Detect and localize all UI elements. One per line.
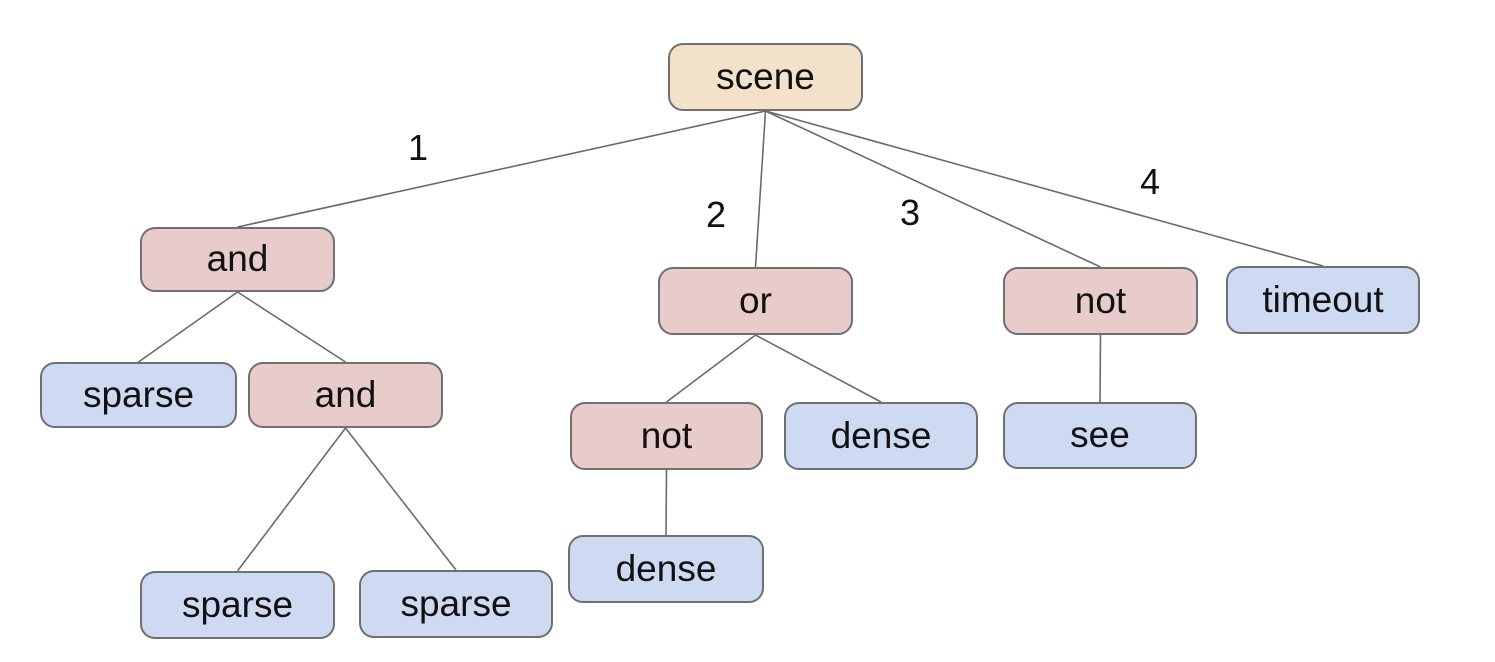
- edge-not1-to-see1: [1099, 334, 1102, 403]
- node-label-sparse3: sparse: [400, 582, 512, 624]
- node-sparse2[interactable]: sparse: [140, 571, 335, 639]
- node-see1[interactable]: see: [1003, 402, 1197, 469]
- edge-and1-to-and2: [237, 291, 346, 363]
- node-scene[interactable]: scene: [668, 43, 863, 111]
- edge-and1-to-sparse1: [138, 291, 238, 363]
- edge-scene-to-timeout1: [765, 110, 1324, 267]
- node-dense2[interactable]: dense: [568, 535, 764, 603]
- node-label-and1: and: [206, 238, 269, 279]
- edge-not2-to-dense2: [665, 469, 668, 536]
- edge-label-4: 4: [1139, 161, 1161, 202]
- edge-or1-to-not2: [666, 334, 756, 403]
- edge-scene-to-and1: [237, 110, 766, 228]
- node-label-or1: or: [739, 279, 772, 321]
- node-label-sparse1: sparse: [82, 373, 195, 415]
- node-and1[interactable]: and: [140, 227, 335, 292]
- node-and2[interactable]: and: [248, 362, 443, 428]
- node-not1[interactable]: not: [1003, 267, 1198, 335]
- edge-and2-to-sparse2: [236, 427, 347, 572]
- node-label-dense2: dense: [615, 547, 717, 589]
- node-label-timeout1: timeout: [1262, 278, 1384, 320]
- node-label-not1: not: [1074, 279, 1127, 321]
- node-label-dense1: dense: [830, 414, 932, 456]
- edge-scene-to-or1: [754, 110, 767, 268]
- node-sparse1[interactable]: sparse: [40, 362, 237, 428]
- node-label-see1: see: [1070, 414, 1130, 455]
- edge-label-2: 2: [705, 194, 727, 235]
- node-label-sparse2: sparse: [181, 583, 294, 625]
- node-dense1[interactable]: dense: [784, 402, 978, 470]
- node-label-not2: not: [640, 414, 693, 456]
- node-not2[interactable]: not: [570, 402, 763, 470]
- node-timeout1[interactable]: timeout: [1226, 266, 1420, 334]
- edge-label-1: 1: [407, 127, 429, 168]
- node-or1[interactable]: or: [658, 267, 853, 335]
- node-label-scene: scene: [716, 55, 815, 97]
- edge-scene-to-not1: [765, 110, 1101, 268]
- edge-or1-to-dense1: [755, 334, 882, 403]
- node-sparse3[interactable]: sparse: [359, 570, 553, 638]
- node-label-and2: and: [314, 373, 377, 415]
- edge-and2-to-sparse3: [344, 427, 457, 571]
- edge-label-3: 3: [899, 192, 921, 233]
